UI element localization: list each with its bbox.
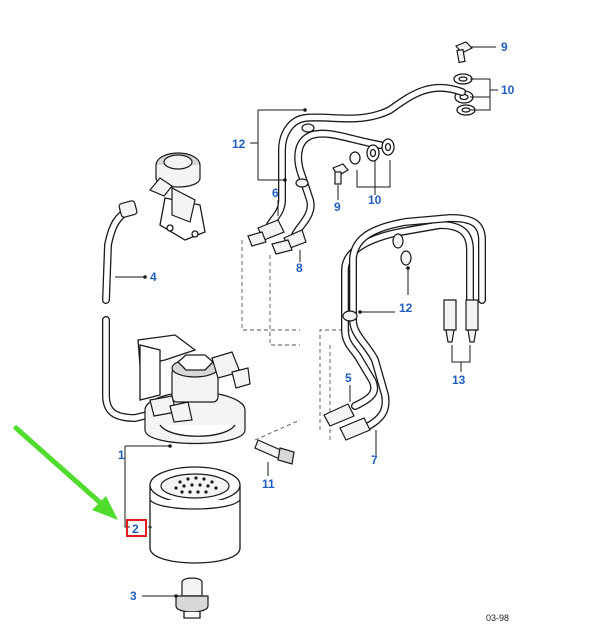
banjo-bolt-middle (332, 163, 349, 185)
banjo-washers-middle (349, 138, 395, 165)
filter-head (137, 334, 251, 445)
banjo-bolt-top (454, 41, 474, 64)
callout-11[interactable]: 11 (262, 477, 275, 491)
fuel-hose-left (102, 200, 164, 422)
filter-element (149, 466, 241, 564)
callout-10-middle[interactable]: 10 (368, 193, 382, 207)
callout-9-top[interactable]: 9 (501, 40, 508, 54)
callout-1[interactable]: 1 (118, 448, 125, 462)
callout-12-upper[interactable]: 12 (232, 137, 246, 151)
callout-10-top[interactable]: 10 (501, 83, 515, 97)
callout-7[interactable]: 7 (371, 453, 378, 467)
callout-4[interactable]: 4 (150, 270, 157, 284)
filter-holes (174, 476, 218, 494)
lower-feed-pipes (341, 214, 486, 432)
callout-13[interactable]: 13 (452, 373, 466, 387)
callout-12-lower[interactable]: 12 (399, 301, 413, 315)
callout-3[interactable]: 3 (130, 589, 137, 603)
pipe-fittings-upper (247, 219, 307, 255)
upper-return-pipes (264, 83, 466, 239)
callout-9-middle[interactable]: 9 (334, 200, 341, 214)
pipe-fittings-13 (443, 299, 479, 343)
lift-pump (149, 152, 206, 241)
pipe-fittings-lower (323, 403, 371, 441)
callout-8[interactable]: 8 (296, 261, 303, 275)
drain-plug (175, 577, 209, 619)
callout-2[interactable]: 2 (132, 522, 139, 536)
callout-2-highlight-box (126, 519, 147, 537)
mounting-bolt (254, 439, 295, 465)
callout-5[interactable]: 5 (345, 371, 352, 385)
reference-code: 03-98 (486, 613, 509, 623)
callout-6[interactable]: 6 (272, 186, 279, 200)
green-pointer-arrow (13, 425, 118, 520)
leader-lines (115, 46, 498, 598)
callout-labels: 1 2 3 4 5 6 7 8 9 9 10 10 11 12 12 13 (118, 40, 515, 603)
